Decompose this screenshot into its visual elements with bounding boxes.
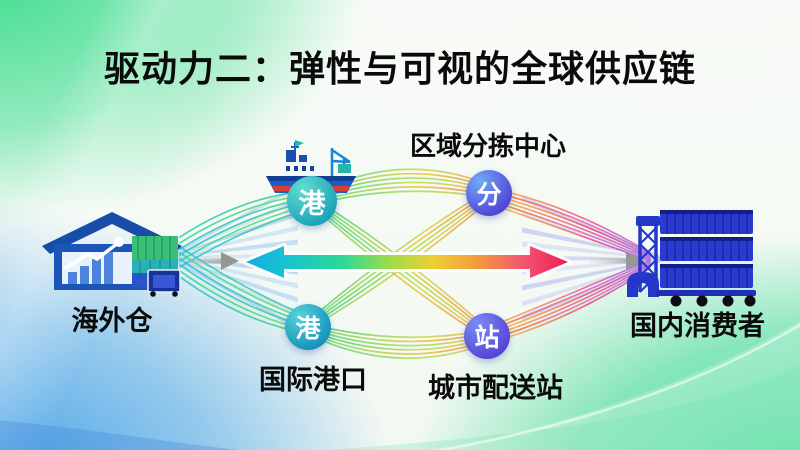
international-port-badge: 港 <box>285 304 331 350</box>
sorting-center-badge: 分 <box>466 170 512 216</box>
bidirectional-flow-arrow <box>243 243 571 281</box>
crane-tower-icon <box>627 216 660 297</box>
trend-line-icon <box>64 241 120 270</box>
overseas-warehouse-label: 海外仓 <box>71 306 153 336</box>
international-port-label: 国际港口 <box>259 365 367 395</box>
slide-title: 驱动力二：弹性与可视的全球供应链 <box>103 48 696 89</box>
flow-arrow-left <box>184 252 239 270</box>
container-stack-icon <box>656 210 756 307</box>
containers-crane-icon <box>627 210 756 307</box>
regional-sorting-center-label: 区域分拣中心 <box>409 131 566 161</box>
city-delivery-station-label: 城市配送站 <box>428 373 563 403</box>
cart-icon <box>147 269 181 297</box>
crane-icon <box>330 148 351 176</box>
bar-chart-icon <box>68 252 113 284</box>
delivery-station-badge: 站 <box>464 313 510 359</box>
domestic-consumers-label: 国内消费者 <box>630 311 765 341</box>
port-ship-badge: 港 <box>287 176 337 226</box>
flow-arrow-right <box>590 252 645 270</box>
warehouse-icon <box>42 212 182 297</box>
background-waves <box>0 320 800 450</box>
